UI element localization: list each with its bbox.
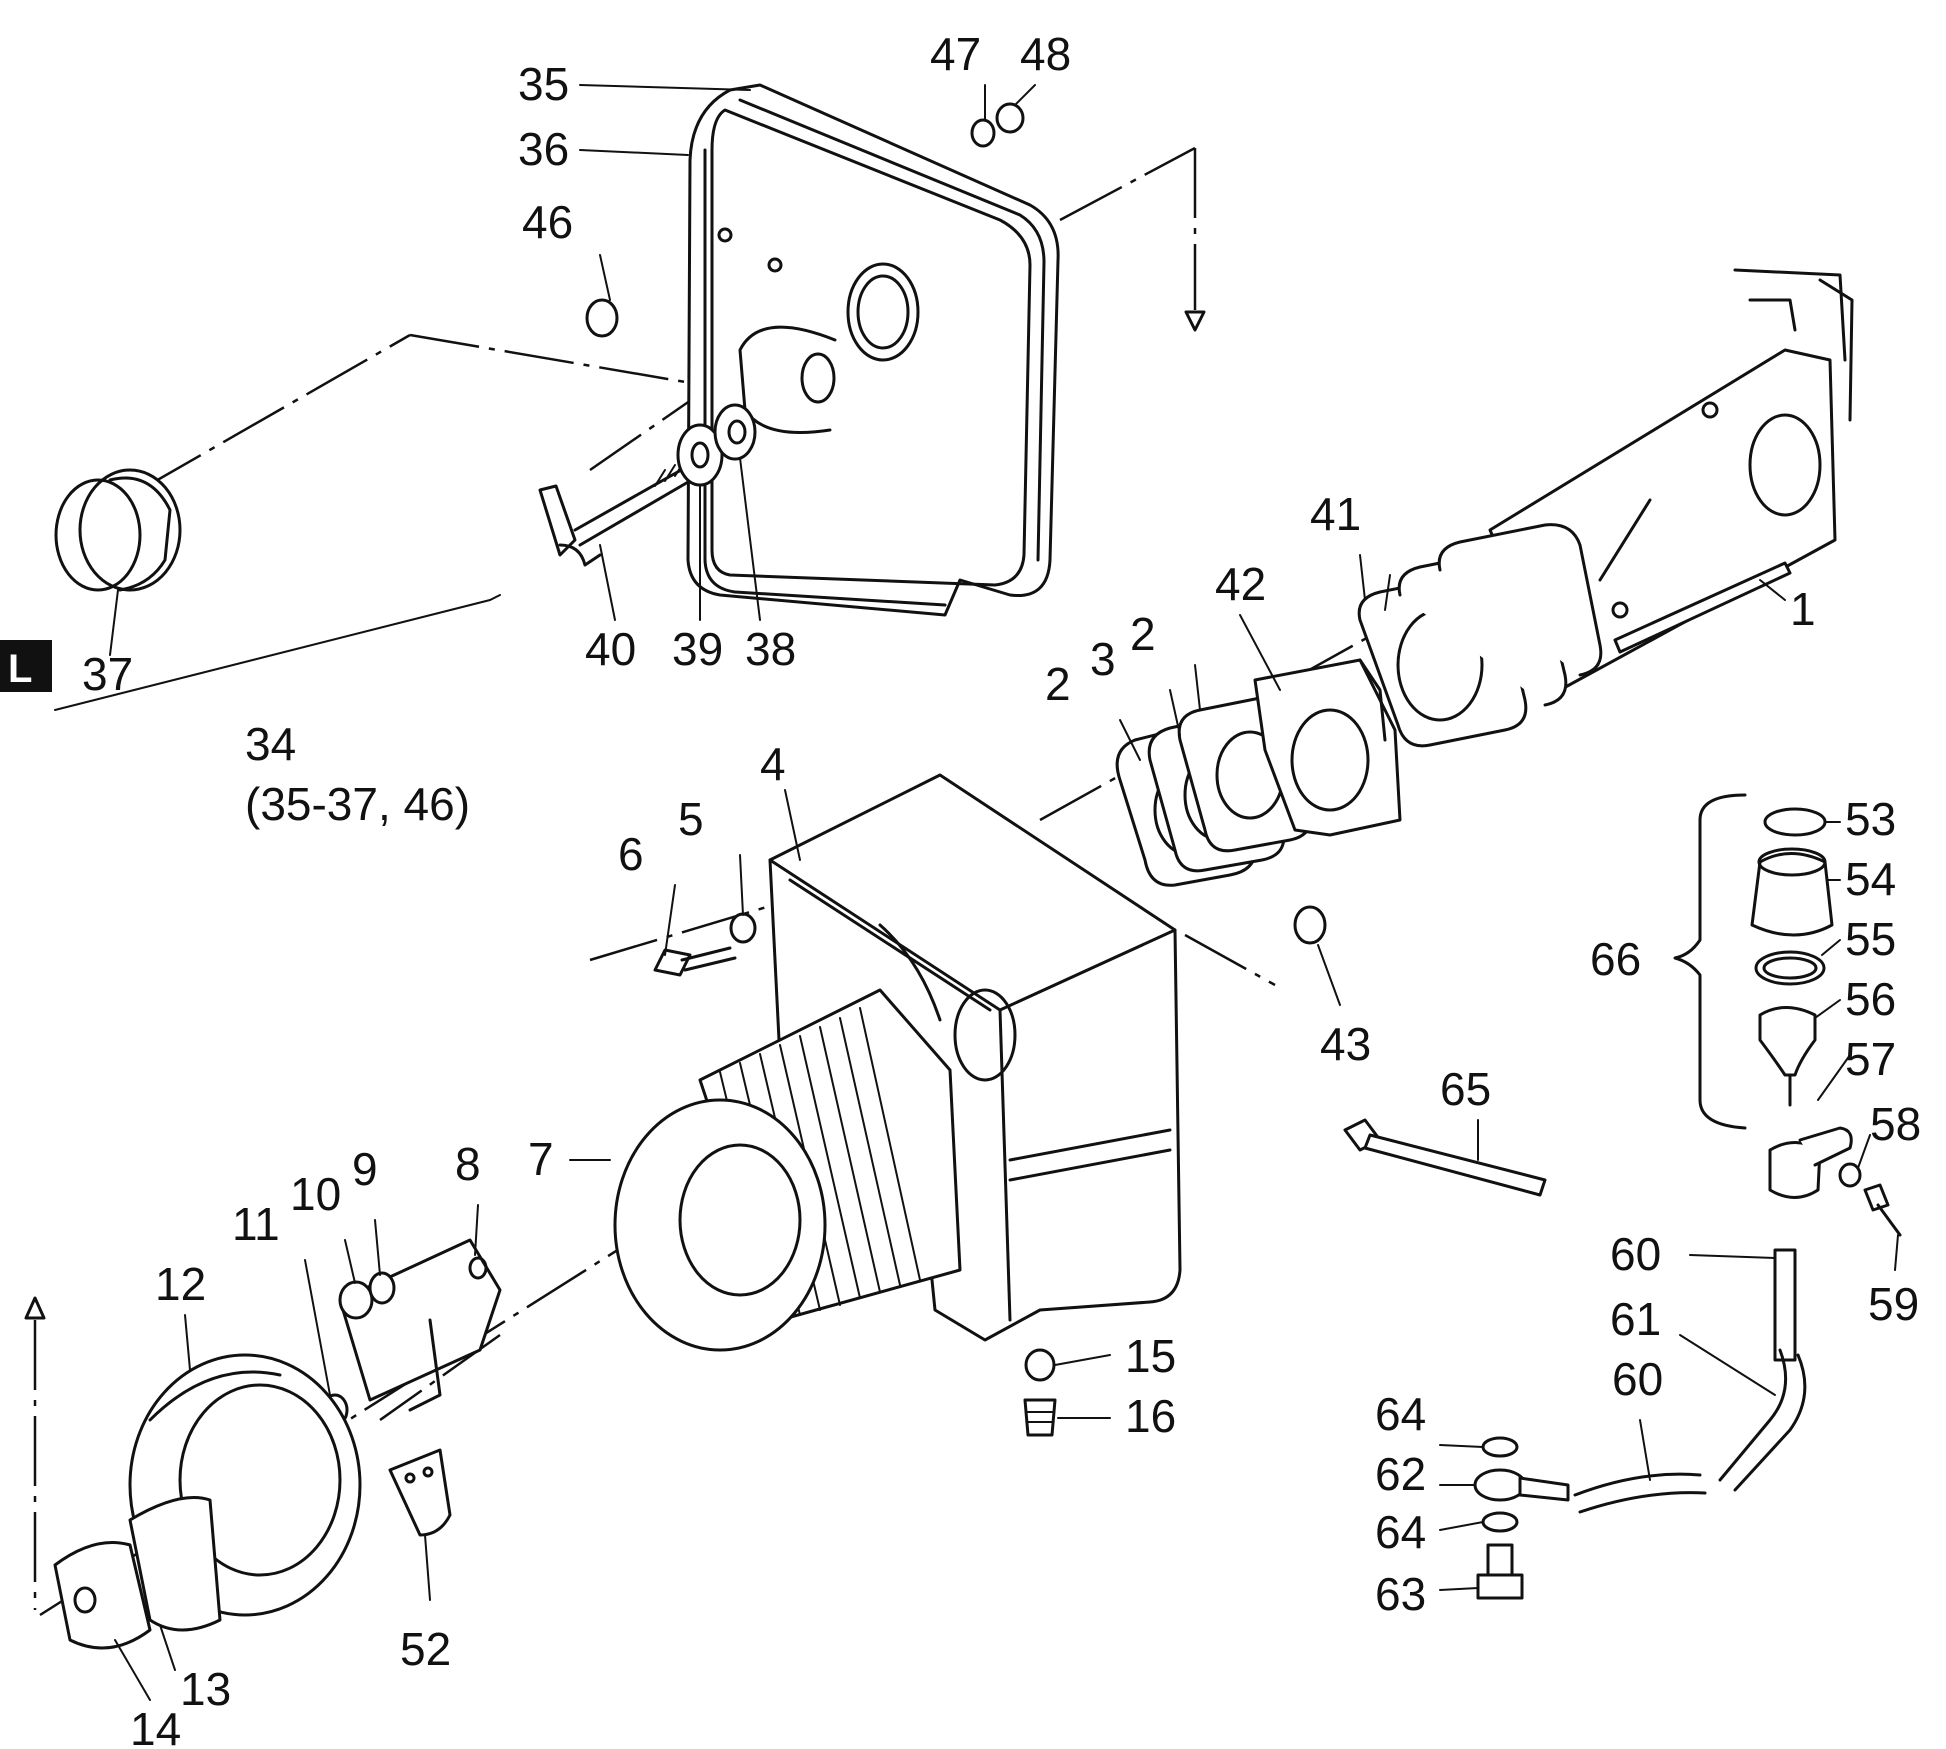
washer-5 [729,912,757,944]
callout-4: 4 [760,738,786,790]
washer-64-upper [1481,1436,1519,1458]
pre-cleaner-14 [53,1541,152,1650]
callout-15: 15 [1125,1330,1176,1382]
callout-14: 14 [130,1703,181,1749]
callout-46: 46 [522,196,573,248]
fuel-tube-60-lower [1573,1472,1707,1514]
callout-9: 9 [352,1143,378,1195]
callout-42: 42 [1215,558,1266,610]
grommet [713,403,757,461]
o-ring-55 [1754,950,1826,986]
callout-60-upper: 60 [1610,1228,1661,1280]
callout-40: 40 [585,623,636,675]
nut-washer-47-48 [970,102,1025,148]
callout-62: 62 [1375,1448,1426,1500]
callout-5: 5 [678,793,704,845]
fuel-tube-60-upper [1773,1248,1797,1362]
cup-54 [1750,847,1834,937]
callout-3: 3 [1090,633,1116,685]
air-cleaner-cover [686,83,1060,617]
bracket-8 [338,1238,502,1412]
callout-12: 12 [155,1258,206,1310]
filter-element [613,988,962,1352]
drain-cap-15 [1024,1348,1056,1382]
clip-52 [388,1448,452,1537]
callout-58: 58 [1870,1098,1921,1150]
drain-body-16 [1023,1398,1057,1437]
spacer-42 [1253,658,1402,837]
callout-38: 38 [745,623,796,675]
callout-2-front: 2 [1045,658,1071,710]
arrow-up-icon [24,1296,46,1320]
knob-plug [54,468,182,592]
callout-54: 54 [1845,853,1896,905]
callout-48: 48 [1020,28,1071,80]
callout-57: 57 [1845,1033,1896,1085]
callout-39: 39 [672,623,723,675]
callout-7: 7 [528,1133,554,1185]
callout-61: 61 [1610,1293,1661,1345]
banjo-fitting-62 [1473,1468,1570,1502]
callout-34: 34 [245,718,296,770]
callout-11: 11 [232,1198,280,1250]
air-cleaner-case [768,773,1182,1342]
callout-41: 41 [1310,488,1361,540]
callout-6: 6 [618,828,644,880]
callout-55: 55 [1845,913,1896,965]
callout-63: 63 [1375,1568,1426,1620]
callout-1: 1 [1790,583,1816,635]
nut-43 [1293,905,1327,945]
callout-66: 66 [1590,933,1641,985]
callout-52: 52 [400,1623,451,1675]
body-56 [1758,1006,1817,1107]
arrow-down-icon [1184,310,1206,332]
pre-cleaner-13 [128,1496,222,1632]
washer-64-lower [1481,1511,1519,1533]
section-badge-label: L [8,647,32,691]
fitting-57 [1768,1126,1853,1199]
callout-59: 59 [1868,1278,1919,1330]
plug-46 [585,298,619,338]
callout-64-lower: 64 [1375,1506,1426,1558]
cable-tie-65 [1343,1118,1547,1197]
callout-labels: 35 36 46 47 48 37 40 39 38 34 (35-37, 46… [82,28,1921,1749]
callout-10: 10 [290,1168,341,1220]
wing-bolt [538,459,697,567]
callout-16: 16 [1125,1390,1176,1442]
stud-bolt [1613,561,1792,654]
callout-34-includes: (35-37, 46) [245,778,470,830]
callout-47: 47 [930,28,981,80]
callout-60-lower: 60 [1612,1353,1663,1405]
callout-2-rear: 2 [1130,608,1156,660]
insulator-group-41 [1357,523,1603,748]
section-badge: L [0,640,52,692]
banjo-bolt-63 [1476,1543,1524,1600]
callout-13: 13 [180,1663,231,1715]
callout-56: 56 [1845,973,1896,1025]
callout-53: 53 [1845,793,1896,845]
nuts-9-10 [338,1271,396,1320]
callout-64-upper: 64 [1375,1388,1426,1440]
leader-lines [54,84,1899,1701]
callout-35: 35 [518,58,569,110]
callout-8: 8 [455,1138,481,1190]
callout-43: 43 [1320,1018,1371,1070]
fuel-hose-61 [1718,1348,1807,1492]
screen-53 [1763,807,1827,837]
callout-36: 36 [518,123,569,175]
callout-65: 65 [1440,1063,1491,1115]
strainer-bracket-66 [1673,793,1747,1130]
callout-37: 37 [82,648,133,700]
bolt-6 [653,946,737,977]
bolt-58-59 [1838,1162,1902,1237]
